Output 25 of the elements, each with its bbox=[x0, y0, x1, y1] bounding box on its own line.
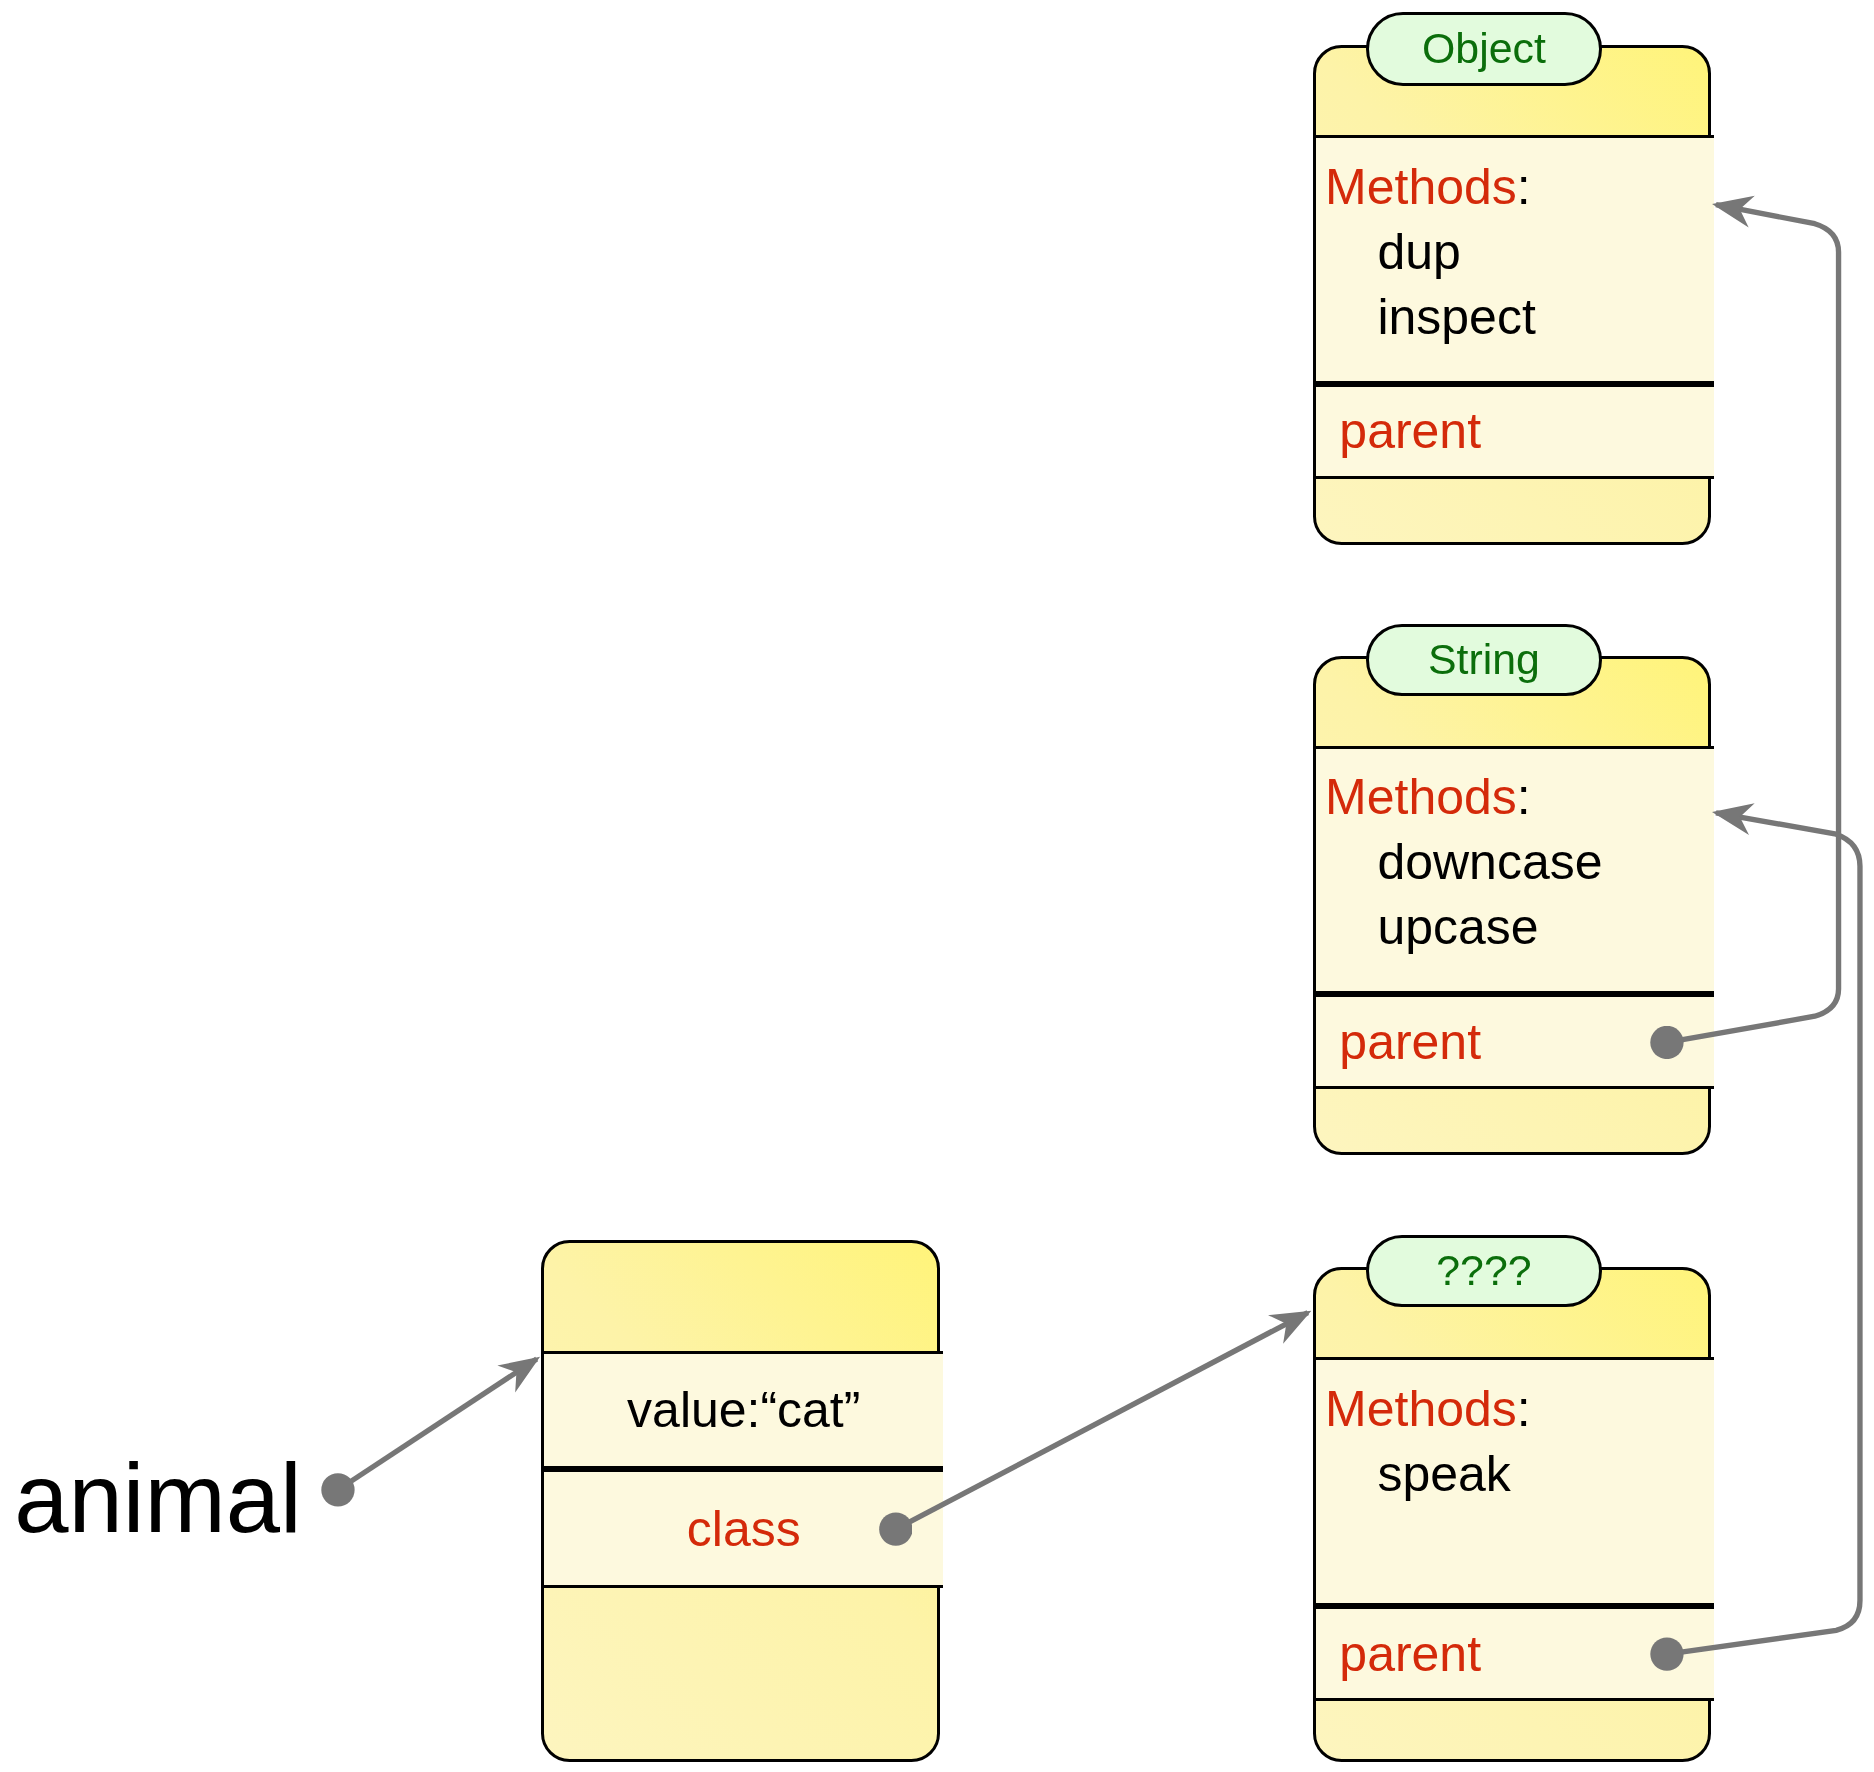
class-box bbox=[541, 1239, 941, 1763]
class-name-tab: String bbox=[1366, 623, 1602, 697]
method-name: dup bbox=[1376, 222, 1461, 282]
parent-field: parent bbox=[1315, 994, 1715, 1090]
methods-heading: Methods: bbox=[1325, 768, 1531, 828]
methods-section bbox=[1315, 135, 1715, 384]
parent-field: parent bbox=[1315, 383, 1715, 479]
pointer-arrow bbox=[879, 1310, 1312, 1546]
method-name: downcase bbox=[1376, 833, 1603, 893]
methods-heading: Methods: bbox=[1325, 1379, 1531, 1439]
value-field: value:“cat” bbox=[544, 1351, 944, 1470]
methods-heading: Methods: bbox=[1325, 157, 1531, 217]
pointer-arrow bbox=[1650, 803, 1863, 1671]
variable-name: animal bbox=[14, 1442, 312, 1557]
pointer-arrow bbox=[321, 1356, 541, 1507]
methods-section bbox=[1315, 745, 1715, 995]
method-name: upcase bbox=[1376, 898, 1539, 958]
method-name: speak bbox=[1376, 1444, 1511, 1504]
class-name-tab: Object bbox=[1366, 11, 1602, 86]
methods-section bbox=[1315, 1357, 1715, 1606]
class-name-tab: ???? bbox=[1366, 1235, 1602, 1307]
parent-field: parent bbox=[1315, 1605, 1715, 1702]
pointer-arrow bbox=[1650, 195, 1842, 1060]
method-name: inspect bbox=[1376, 287, 1536, 347]
class-field: class bbox=[544, 1469, 944, 1589]
